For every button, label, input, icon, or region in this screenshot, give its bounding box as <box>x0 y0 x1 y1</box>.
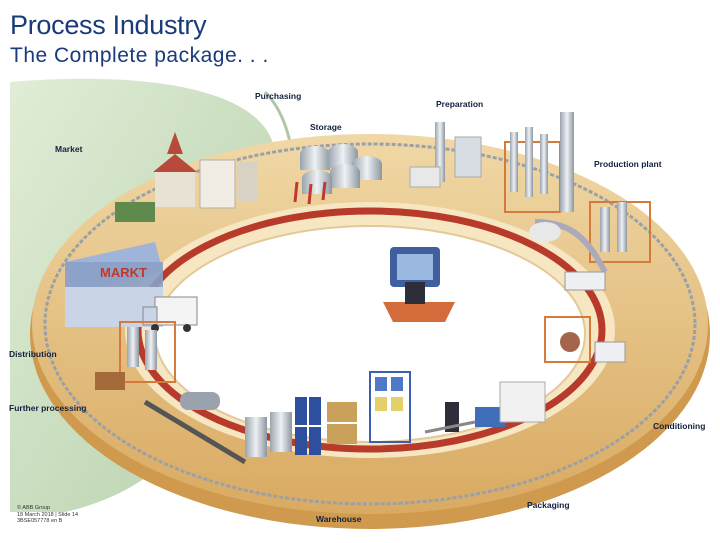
slide-footer: © ABB Group 18 March 2018 | Slide 14 3BS… <box>17 505 78 525</box>
production-plant <box>504 112 651 274</box>
conditioning-area <box>544 271 626 363</box>
storage-tanks <box>293 144 382 205</box>
footer-copyright: © ABB Group <box>17 505 51 511</box>
label-further-processing: Further processing <box>9 403 87 413</box>
control-hub <box>383 247 455 322</box>
label-distribution: Distribution <box>9 349 57 359</box>
label-conditioning: Conditioning <box>653 421 706 431</box>
label-market: Market <box>55 144 83 154</box>
packaging-area <box>424 381 546 434</box>
label-packaging: Packaging <box>527 500 570 510</box>
market-town <box>115 132 257 222</box>
label-production-plant: Production plant <box>594 159 662 169</box>
illustration-canvas: MARKT <box>10 78 710 529</box>
label-purchasing: Purchasing <box>255 91 302 101</box>
footer-doc-id: 3BSE057778 en B <box>17 518 63 524</box>
label-preparation: Preparation <box>436 99 484 109</box>
slide-subtitle: The Complete package. . . <box>10 44 269 67</box>
label-storage: Storage <box>310 122 342 132</box>
markt-sign: MARKT <box>100 265 147 280</box>
process-industry-illustration: MARKT <box>5 72 713 538</box>
warehouse-goods <box>245 371 411 457</box>
further-processing-plant <box>95 321 247 465</box>
slide-title: Process Industry <box>10 10 207 40</box>
preparation-area <box>409 122 482 188</box>
label-warehouse: Warehouse <box>316 514 362 524</box>
footer-date-slide: 18 March 2018 | Slide 14 <box>17 511 79 518</box>
